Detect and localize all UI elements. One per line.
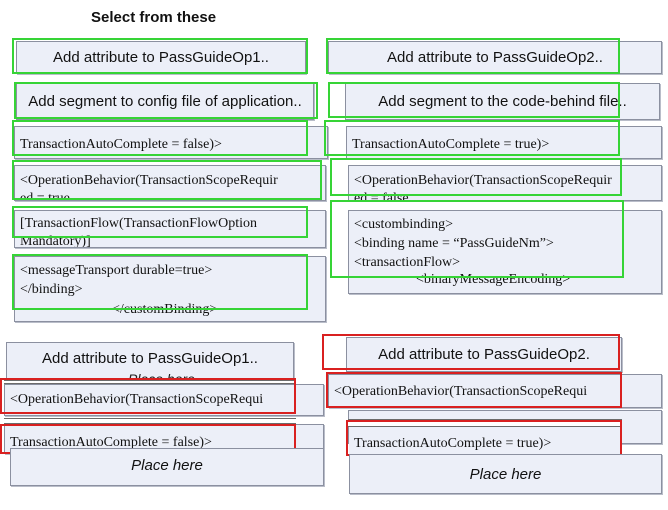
highlight-box (12, 120, 308, 156)
tile-text: <binding name = “PassGuideNm”> (354, 236, 554, 251)
highlight-box (326, 38, 620, 74)
slot-text: Add attribute to PassGuideOp2. (378, 346, 590, 363)
tile-text: <OperationBehavior(TransactionScopeRequi… (20, 173, 278, 188)
slot-text: Add attribute to PassGuideOp1.. (42, 350, 258, 367)
tile-add-segment-config[interactable]: Add segment to config file of applicatio… (16, 83, 314, 120)
highlight-box (322, 334, 620, 370)
tile-operationbehavior-true[interactable]: <OperationBehavior(TransactionScopeRequi… (14, 165, 326, 201)
highlight-box (12, 254, 308, 310)
tile-text: [TransactionFlow(TransactionFlowOption (20, 216, 257, 231)
placeholder-text: Place here (469, 465, 542, 483)
tile-text: </binding> (20, 282, 83, 297)
tile-text: ed = true, (20, 191, 74, 201)
tile-messagetransport[interactable]: <messageTransport durable=true> </bindin… (14, 256, 326, 322)
slot-text: TransactionAutoComplete = false)> (10, 435, 212, 450)
highlight-box (12, 206, 308, 238)
tile-text: <transactionFlow> (354, 255, 460, 270)
tile-autocomplete-true[interactable]: TransactionAutoComplete = true)> (346, 126, 662, 159)
target-right-slot1[interactable]: Add attribute to PassGuideOp2. (346, 337, 622, 372)
tile-transactionflow[interactable]: [TransactionFlow(TransactionFlowOption M… (14, 210, 326, 248)
target-right-slot3[interactable]: TransactionAutoComplete = true)> (349, 428, 621, 454)
tile-custombinding[interactable]: <custombinding> <binding name = “PassGui… (348, 210, 662, 294)
highlight-box (12, 160, 322, 200)
tile-text: <custombinding> (354, 217, 454, 232)
tile-text: TransactionAutoComplete = false)> (20, 137, 222, 152)
tile-add-attribute-op1[interactable]: Add attribute to PassGuideOp1.. (16, 41, 306, 74)
placeholder-text: Place here (128, 371, 195, 380)
highlight-box (326, 372, 622, 408)
highlight-box (328, 82, 620, 118)
target-right-slot4[interactable]: Place here (349, 454, 662, 494)
slot-text: <OperationBehavior(TransactionScopeRequi (10, 392, 264, 407)
placeholder-text: Place here (131, 457, 203, 474)
highlight-box (12, 38, 308, 74)
tile-text: <binaryMessageEncoding> (416, 272, 571, 287)
slot-text: <OperationBehavior(TransactionScopeRequi (334, 384, 588, 399)
highlight-box (346, 420, 622, 456)
tile-text: <messageTransport durable=true> (20, 263, 213, 278)
tile-text: TransactionAutoComplete = true)> (352, 137, 550, 152)
tile-text: <OperationBehavior(TransactionScopeRequi… (354, 173, 612, 188)
tile-add-segment-codebehind[interactable]: Add segment to the code-behind file.. (345, 83, 660, 120)
slot-divider (4, 418, 296, 424)
target-left-slot1[interactable]: Add attribute to PassGuideOp1.. (6, 342, 294, 382)
slot-divider (348, 419, 622, 427)
highlight-box (324, 120, 620, 156)
target-left-slot4[interactable]: Place here (10, 448, 324, 486)
highlight-box (14, 82, 318, 119)
slot-text: TransactionAutoComplete = true)> (354, 436, 552, 451)
tile-autocomplete-false[interactable]: TransactionAutoComplete = false)> (14, 126, 328, 159)
highlight-box (0, 378, 296, 414)
highlight-box (330, 158, 622, 196)
highlight-box (330, 200, 624, 278)
target-left-slot2[interactable]: <OperationBehavior(TransactionScopeRequi (4, 384, 324, 416)
slot-divider (4, 380, 296, 384)
page-title: Select from these (91, 9, 217, 26)
